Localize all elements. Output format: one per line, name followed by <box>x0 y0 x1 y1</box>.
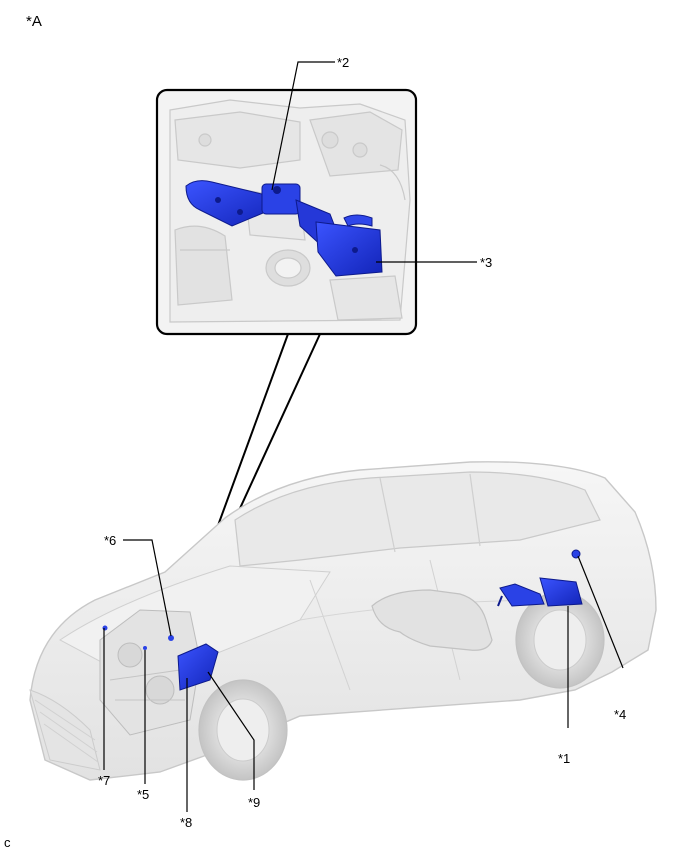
fuel-tank <box>371 589 493 651</box>
engine-compartment <box>99 609 201 736</box>
inset-egr-assembly <box>185 180 383 277</box>
callout-1: *1 <box>558 751 571 766</box>
callout-2: *2 <box>337 55 350 70</box>
front-wheel <box>198 679 288 781</box>
callout-4: *4 <box>614 707 627 722</box>
zoom-inset <box>155 88 418 336</box>
front-component-highlight <box>177 643 219 691</box>
engine-part-5-highlight <box>143 646 147 650</box>
vehicle-windows <box>234 471 601 567</box>
engine-part-6-highlight <box>168 635 174 641</box>
figure-code: c <box>4 835 11 850</box>
view-label: *A <box>26 13 42 30</box>
callout-6: *6 <box>104 533 117 548</box>
callout-9: *9 <box>248 795 261 810</box>
vehicle-illustration <box>29 461 657 781</box>
rear-component-highlight <box>497 577 583 607</box>
callout-3: *3 <box>480 255 493 270</box>
callout-8: *8 <box>180 815 193 830</box>
leader-lines <box>103 61 624 812</box>
callout-7: *7 <box>98 773 111 788</box>
callout-5: *5 <box>137 787 150 802</box>
rear-wheel <box>515 591 605 689</box>
engine-part-7-highlight <box>102 625 108 631</box>
